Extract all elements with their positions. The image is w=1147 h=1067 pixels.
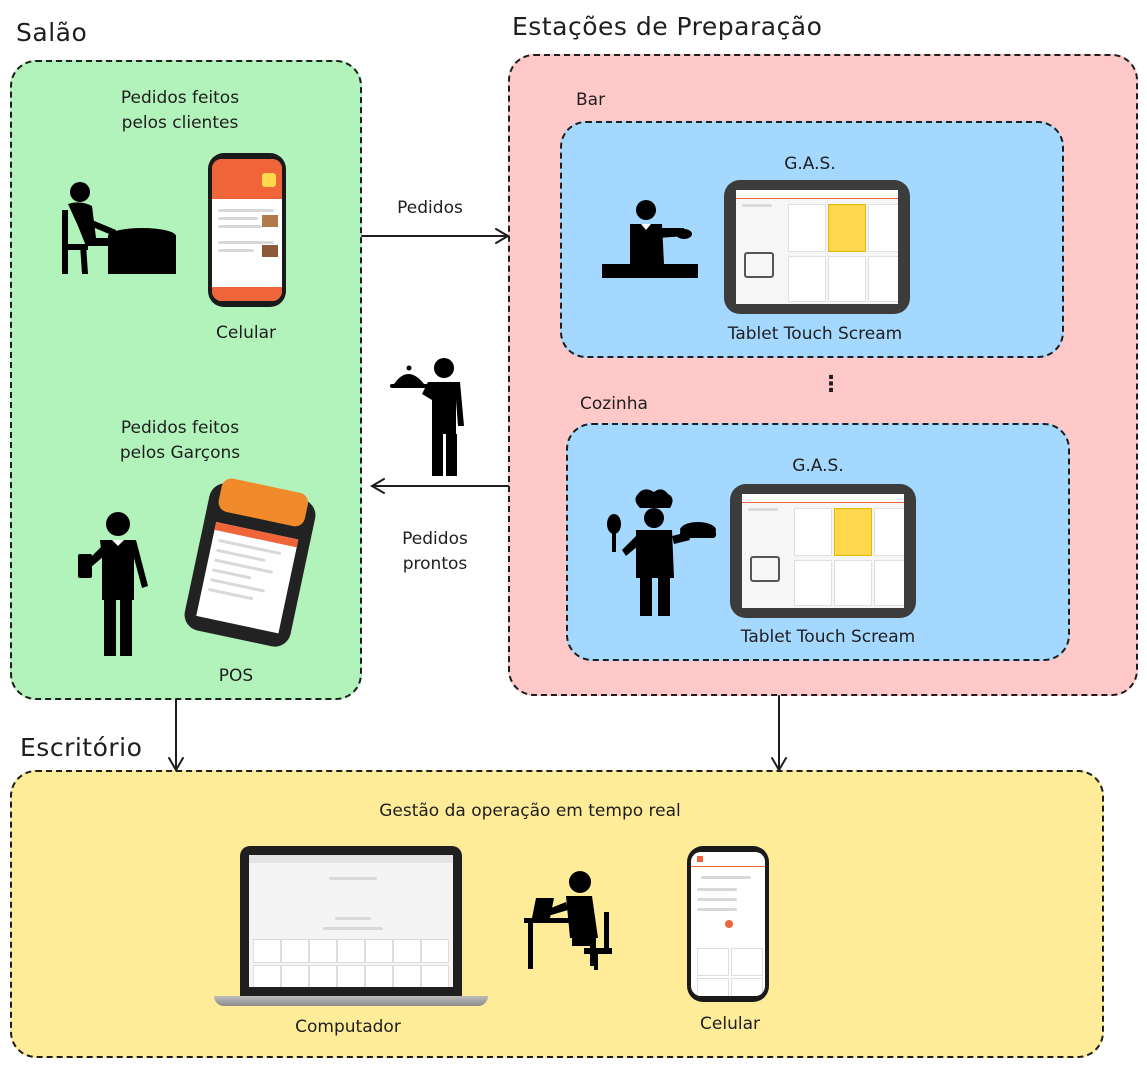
gas-label-bar: G.A.S. bbox=[784, 154, 836, 174]
celular-label-escritorio: Celular bbox=[700, 1014, 760, 1034]
garcons-label-l1: Pedidos feitos bbox=[120, 418, 240, 438]
section-title-salao: Salão bbox=[16, 18, 88, 47]
food-thumb-icon bbox=[262, 215, 278, 227]
waiter-serving-icon bbox=[390, 358, 464, 476]
customer-phone bbox=[208, 153, 286, 307]
computador-label: Computador bbox=[295, 1017, 401, 1037]
phone-footer-button bbox=[212, 287, 282, 301]
section-title-estacoes: Estações de Preparação bbox=[512, 12, 823, 41]
empty-tray-icon bbox=[750, 556, 780, 582]
section-title-escritorio: Escritório bbox=[20, 733, 143, 762]
office-phone bbox=[687, 846, 769, 1002]
bar-tablet bbox=[724, 180, 910, 314]
more-stations-ellipsis: ⋮ bbox=[820, 372, 842, 397]
tablet-label-bar: Tablet Touch Scream bbox=[727, 324, 903, 344]
bartender-icon bbox=[602, 200, 698, 278]
cozinha-tablet bbox=[730, 484, 916, 618]
arrow-label-pedidos-prontos-l1: Pedidos bbox=[402, 529, 468, 549]
clientes-label-l2: pelos clientes bbox=[121, 113, 239, 133]
food-thumb-icon bbox=[262, 245, 278, 257]
tablet-label-cozinha: Tablet Touch Scream bbox=[740, 627, 916, 647]
arrow-label-pedidos-prontos-l2: prontos bbox=[402, 554, 468, 574]
cozinha-label: Cozinha bbox=[580, 394, 648, 414]
empty-tray-icon bbox=[744, 252, 774, 278]
customer-at-table-icon bbox=[62, 182, 176, 274]
person-at-computer-icon bbox=[524, 871, 612, 970]
pos-screen bbox=[196, 522, 299, 634]
bar-label: Bar bbox=[576, 90, 606, 110]
salao-panel bbox=[10, 60, 362, 700]
garcons-label-l2: pelos Garçons bbox=[119, 443, 241, 463]
check-icon bbox=[262, 173, 276, 187]
chef-icon bbox=[607, 489, 716, 616]
escritorio-panel bbox=[10, 770, 1104, 1058]
laptop bbox=[240, 846, 462, 996]
laptop-base bbox=[214, 996, 488, 1006]
waiter-notepad-icon bbox=[78, 512, 148, 656]
arrow-label-pedidos: Pedidos bbox=[397, 198, 463, 218]
escritorio-title: Gestão da operação em tempo real bbox=[379, 801, 681, 821]
gas-label-cozinha: G.A.S. bbox=[792, 456, 844, 476]
clientes-label-l1: Pedidos feitos bbox=[120, 88, 240, 108]
celular-label-salao: Celular bbox=[216, 323, 276, 343]
pos-label: POS bbox=[218, 666, 254, 686]
